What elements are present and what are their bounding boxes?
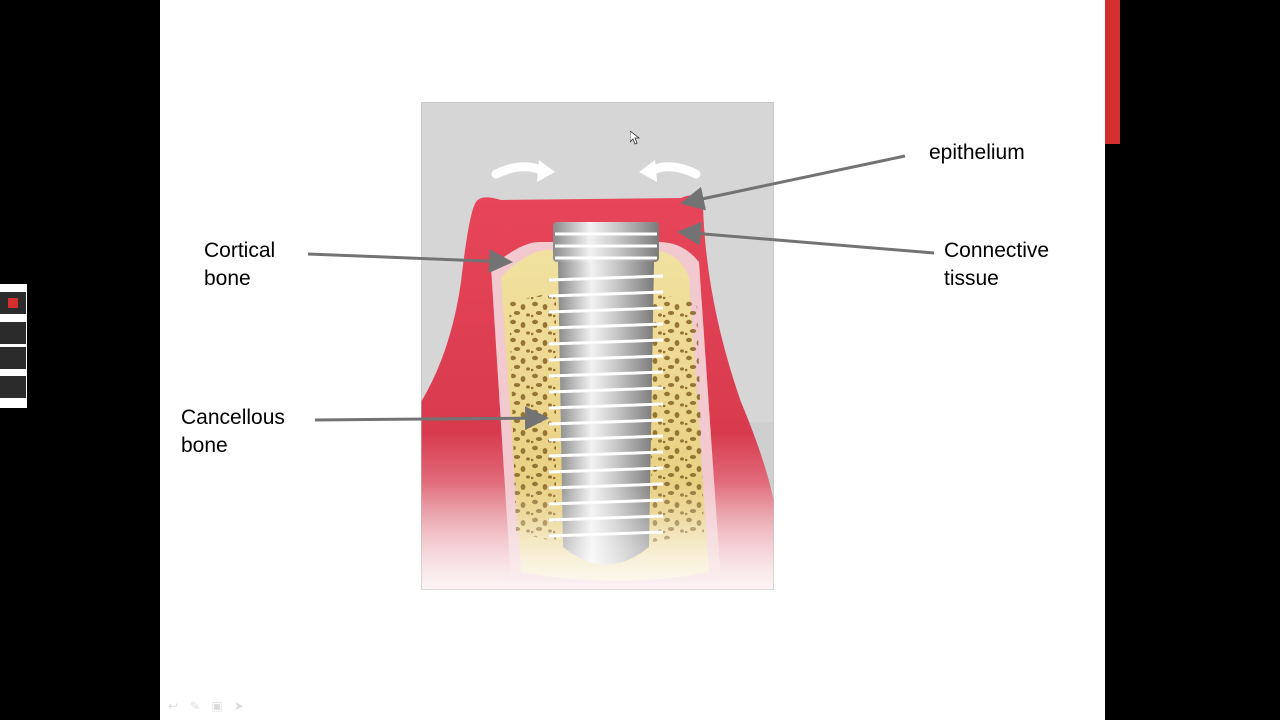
widget-button-1[interactable] [0,322,26,344]
pen-icon[interactable]: ✎ [189,699,201,713]
recording-widget [0,284,27,408]
mouse-pointer-icon [630,131,640,145]
record-icon [8,298,18,308]
widget-button-2[interactable] [0,347,26,369]
next-icon[interactable]: ➤ [233,699,245,713]
epithelium-label: epithelium [929,141,1025,164]
cortical-bone-label: Cortical bone [204,239,276,290]
screen-icon[interactable]: ▣ [211,699,223,713]
connective-tissue-label: Connective tissue [944,239,1050,290]
slide-toolbar: ↩ ✎ ▣ ➤ [165,699,247,715]
widget-button-3[interactable] [0,376,26,398]
record-button[interactable] [0,292,26,314]
dental-implant-illustration [421,102,774,590]
accent-bar [1105,0,1120,144]
cancellous-bone-label: Cancellous bone [181,406,285,457]
undo-icon[interactable]: ↩ [167,699,179,713]
